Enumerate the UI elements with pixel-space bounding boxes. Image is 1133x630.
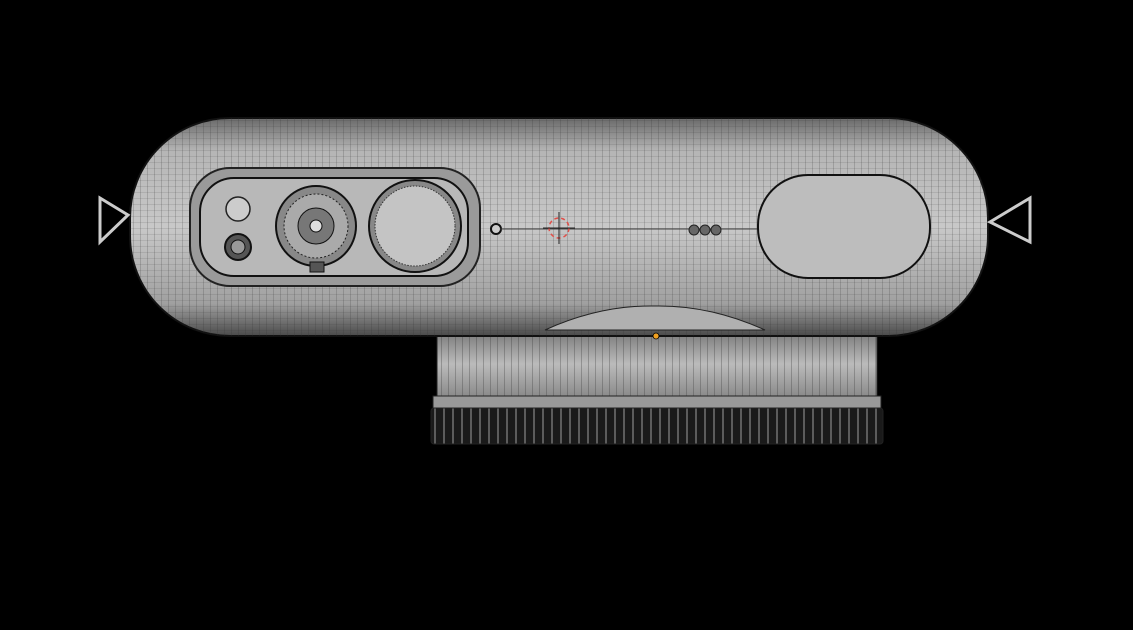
shutter-dial <box>275 185 357 273</box>
right-strap-lug <box>986 195 1032 245</box>
3d-cursor-icon <box>543 212 575 244</box>
lens-barrel <box>430 329 884 445</box>
small-button <box>490 223 502 235</box>
exposure-dial <box>368 179 462 273</box>
viewfinder-window <box>757 174 931 279</box>
object-origin-icon <box>652 332 660 340</box>
indicator-dots <box>688 224 722 236</box>
control-plate <box>189 167 481 287</box>
left-strap-lug <box>98 195 131 246</box>
